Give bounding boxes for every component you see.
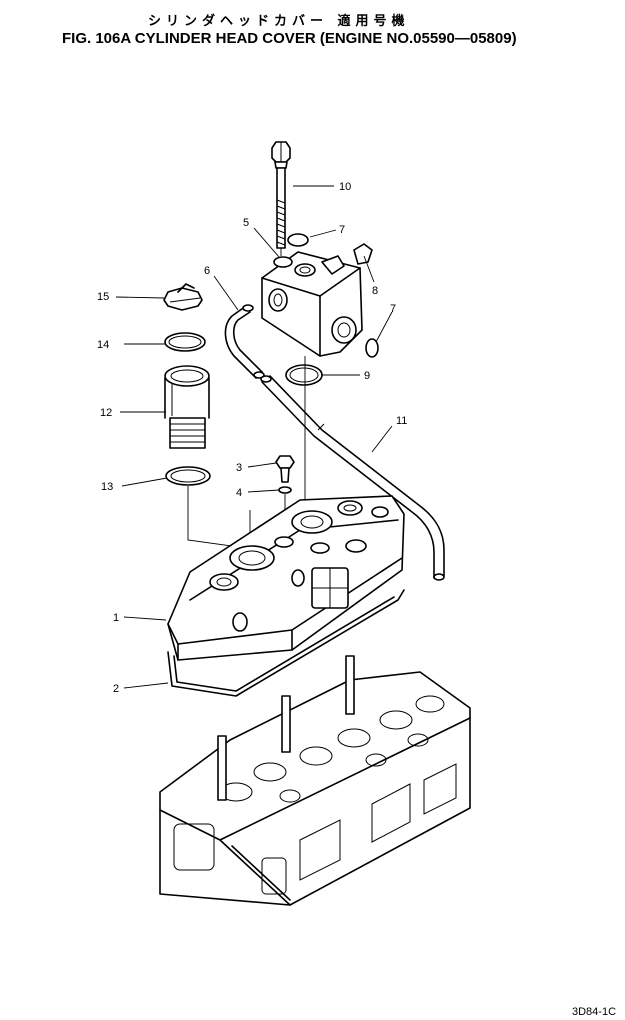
washer-part-right (365, 338, 379, 358)
short-hose-part (224, 304, 265, 379)
callout-6: 6 (204, 265, 210, 277)
callout-9: 9 (364, 370, 370, 382)
callout-3: 3 (236, 462, 242, 474)
figure-title: FIG. 106A CYLINDER HEAD COVER (ENGINE NO… (62, 30, 517, 47)
cylinder-head-part (159, 655, 471, 906)
callout-2: 2 (113, 683, 119, 695)
page-code: 3D84-1C (572, 1006, 617, 1018)
callout-7-right: 7 (390, 303, 396, 315)
callout-1: 1 (113, 612, 119, 624)
figure-title-japanese: シリンダヘッドカバー 適用号機 (148, 14, 410, 29)
head-cover-part (167, 495, 405, 661)
small-washer-part (278, 486, 292, 494)
callout-11: 11 (396, 415, 407, 427)
plug-part (353, 243, 373, 265)
breather-block-part (261, 251, 363, 357)
bolt-part (271, 141, 291, 249)
callout-14: 15 (97, 291, 109, 303)
callout-15: 14 (97, 339, 109, 351)
callout-12: 12 (100, 407, 112, 419)
callout-4: 4 (236, 487, 242, 499)
filler-cap-part (163, 283, 203, 311)
callout-7-top: 7 (339, 224, 345, 236)
long-hose-part (260, 375, 445, 581)
gasket-part (167, 589, 405, 697)
callout-labels: 10 7 5 6 8 7 9 11 15 14 12 13 3 4 1 2 (97, 181, 407, 695)
callout-5: 5 (243, 217, 249, 229)
callout-13: 13 (101, 481, 113, 493)
callout-8: 8 (372, 285, 378, 297)
filler-tube-part (164, 365, 210, 449)
callout-10: 10 (339, 181, 351, 193)
washer-part-top (287, 233, 309, 247)
leader-lines (115, 185, 393, 689)
small-bolt-part (275, 455, 295, 483)
